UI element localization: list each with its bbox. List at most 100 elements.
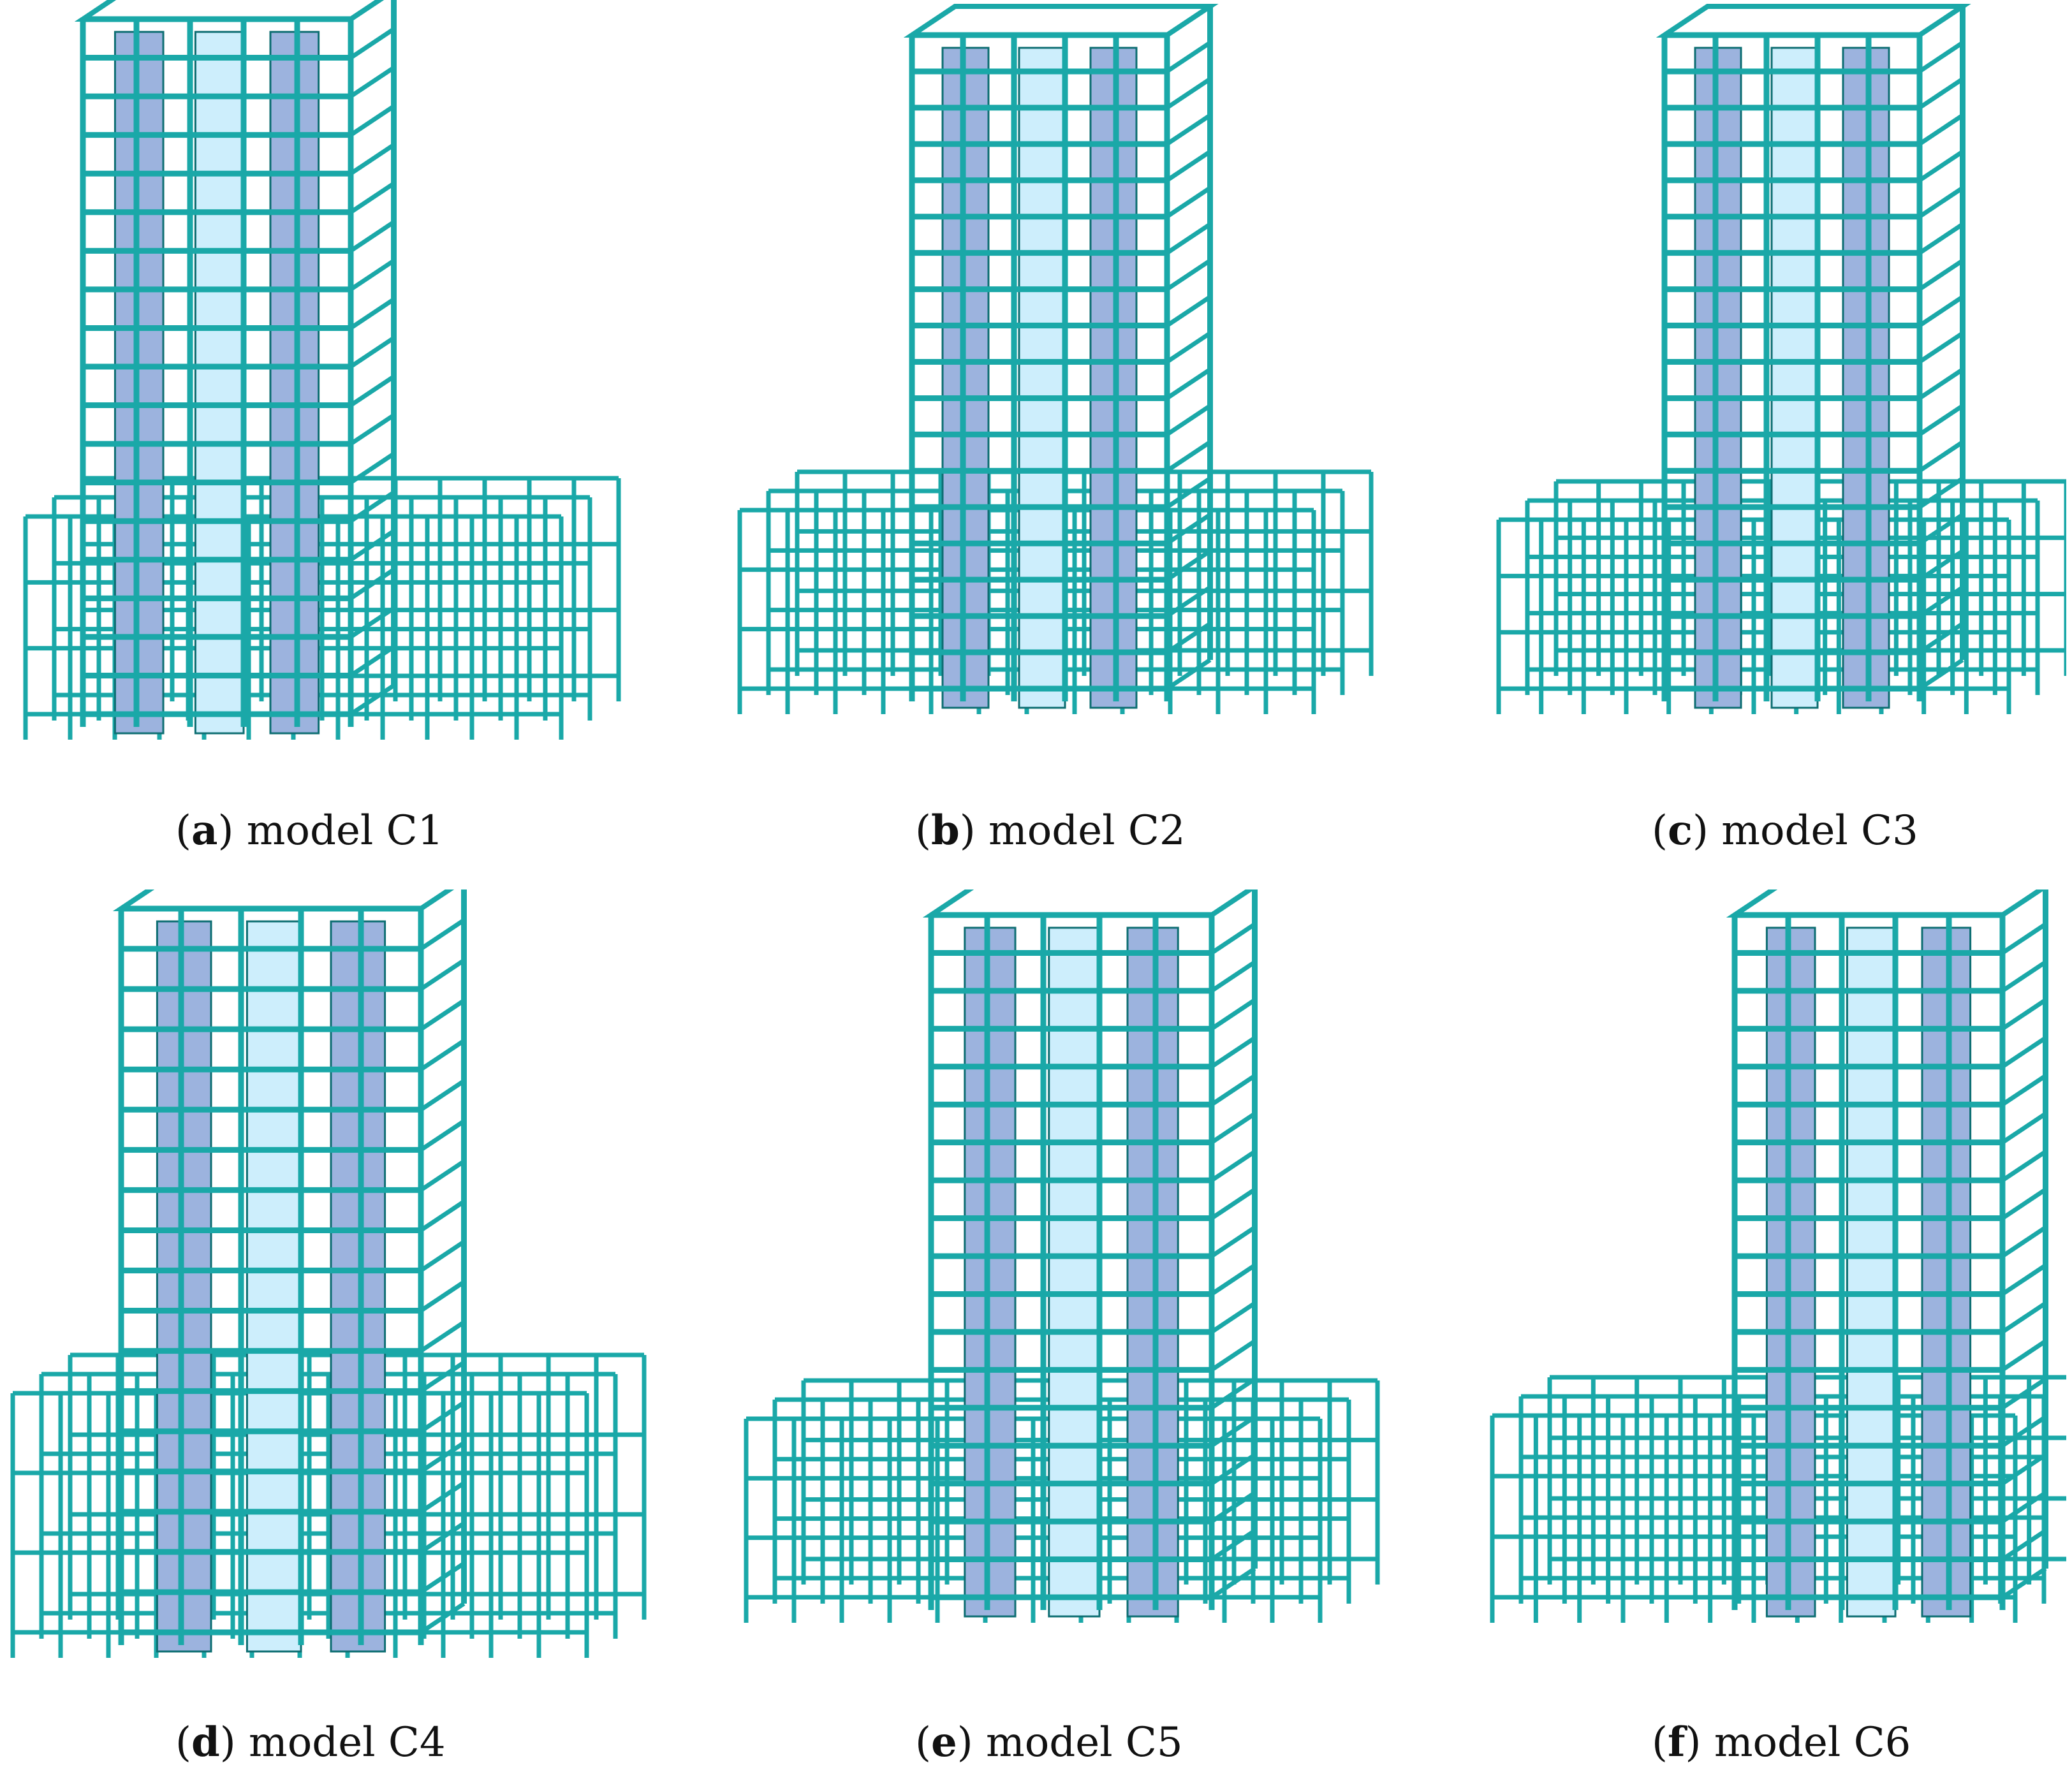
structure-drawing-c1 (23, 0, 621, 740)
structure-drawing-c5 (744, 890, 1380, 1623)
caption-letter: b (930, 807, 960, 854)
caption-text: model C2 (975, 807, 1186, 854)
tower-beam-side (1918, 622, 1964, 654)
shear-wall (156, 920, 212, 1653)
tower-beam-side (420, 1400, 466, 1433)
tower-beam-side (420, 958, 466, 992)
tower-beam-side (1210, 1226, 1256, 1258)
roof-frame (1726, 890, 2046, 918)
caption-c6: (f) model C6 (1652, 1718, 1911, 1766)
shear-wall (194, 31, 245, 735)
tower-beam-side (1210, 1415, 1256, 1448)
tower-beam-side (349, 490, 395, 523)
tower-beam-side (2001, 1187, 2047, 1220)
tower-beam-side (1210, 1187, 1256, 1220)
tower-beam-side (2001, 1074, 2047, 1107)
tower-beam-side (1166, 186, 1212, 219)
tower-beam-side (1210, 1528, 1256, 1562)
tower-beam-side (2001, 1263, 2047, 1296)
tower-beam-side (2001, 1226, 2047, 1258)
tower-beam-side (349, 66, 395, 99)
tower-beam-side (1210, 1036, 1256, 1069)
shear-wall (1846, 926, 1897, 1618)
caption-text: model C4 (235, 1719, 446, 1766)
tower-beam-side (2001, 1339, 2047, 1372)
tower-beam-side (1210, 1301, 1256, 1334)
tower-beam-side (1918, 476, 1964, 509)
tower-beam-side (1210, 998, 1256, 1031)
tower-beam-side (420, 1521, 466, 1554)
tower-beam-side (2001, 1567, 2047, 1599)
tower-beam-side (420, 1159, 466, 1192)
tower-beam-side (420, 999, 466, 1032)
tower-beam-side (349, 529, 395, 562)
tower-beam-side (1166, 367, 1212, 400)
tower-beam-side (1918, 258, 1964, 291)
tower-beam-side (2001, 960, 2047, 993)
tower-beam-side (1918, 222, 1964, 255)
tower-beam-side (2001, 922, 2047, 955)
tower-beam-side (420, 1240, 466, 1273)
tower-beam-side (420, 1199, 466, 1233)
roof-frame (1656, 3, 1971, 38)
tower-beam-side (420, 1119, 466, 1152)
tower-beam-side (1210, 1567, 1256, 1599)
tower-beam-side (1918, 295, 1964, 328)
panel-model-c2: (b) model C2 (721, 0, 1409, 890)
caption-c4: (d) model C4 (175, 1718, 446, 1766)
caption-text: model C1 (233, 807, 444, 854)
tower-beam-side (1166, 404, 1212, 437)
tower-beam-side (1166, 331, 1212, 364)
tower-beam-side (349, 220, 395, 253)
shear-wall (330, 920, 386, 1653)
tower-beam-side (1918, 77, 1964, 110)
tower-beam-side (2001, 1301, 2047, 1334)
tower-beam-side (1166, 149, 1212, 182)
tower-frame (1656, 3, 1971, 709)
tower-beam-side (1166, 113, 1212, 146)
tower-beam-side (1166, 658, 1212, 691)
caption-letter: e (930, 1718, 957, 1766)
tower-beam-side (1918, 585, 1964, 619)
caption-letter: f (1667, 1718, 1686, 1766)
caption-c1: (a) model C1 (175, 807, 444, 854)
tower-beam-side (1918, 549, 1964, 582)
tower-beam-side (1918, 367, 1964, 400)
caption-c5: (e) model C5 (915, 1718, 1183, 1766)
tower-beam-side (420, 1440, 466, 1474)
tower-beam-side (420, 1320, 466, 1353)
tower-beam-side (1166, 258, 1212, 291)
caption-text: model C5 (973, 1719, 1183, 1766)
tower-beam-side (420, 1481, 466, 1514)
tower-beam-side (349, 104, 395, 137)
caption-letter: d (191, 1718, 220, 1766)
tower-beam-side (420, 1280, 466, 1313)
panel-model-c3: (c) model C3 (1441, 0, 2066, 890)
panel-model-c4: (d) model C4 (0, 890, 689, 1779)
tower-beam-side (349, 645, 395, 678)
tower-beam-side (1210, 922, 1256, 955)
tower-beam-side (420, 1079, 466, 1112)
tower-beam-side (1166, 585, 1212, 619)
roof-frame (74, 0, 385, 22)
tower-frame (1726, 890, 2048, 1618)
tower-beam-side (1166, 622, 1212, 654)
tower-beam-side (1166, 549, 1212, 582)
tower-beam-side (1210, 1491, 1256, 1524)
caption-c3: (c) model C3 (1652, 807, 1918, 854)
panel-model-c5: (e) model C5 (721, 890, 1409, 1779)
tower-beam-side (349, 297, 395, 330)
tower-beam-side (1166, 440, 1212, 473)
caption-letter: a (191, 807, 218, 854)
tower-beam-side (2001, 1111, 2047, 1145)
caption-text: model C6 (1701, 1719, 1911, 1766)
tower-beam-side (349, 606, 395, 639)
caption-c2: (b) model C2 (915, 807, 1186, 854)
tower-beam-side (1918, 113, 1964, 146)
tower-beam-side (1210, 1150, 1256, 1183)
tower-beam-side (1166, 513, 1212, 546)
tower-beam-side (349, 143, 395, 176)
tower-beam-side (1210, 1377, 1256, 1410)
tower-beam-side (2001, 1415, 2047, 1448)
roof-frame (112, 890, 455, 911)
